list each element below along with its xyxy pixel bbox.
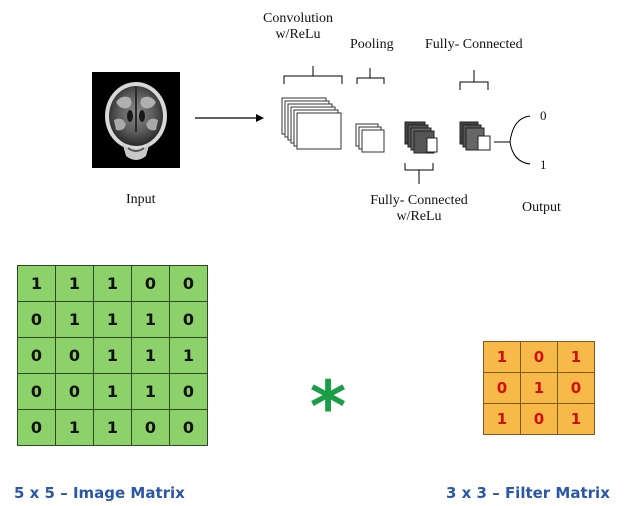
- input-arrowhead: [256, 114, 264, 122]
- matrix-cell: 1: [131, 337, 170, 374]
- pooling-feature-maps: [355, 123, 385, 153]
- convolution-bracket: [283, 66, 343, 84]
- filter-cell: 1: [483, 403, 521, 435]
- matrix-cell: 0: [169, 265, 208, 302]
- matrix-cell: 1: [93, 409, 132, 446]
- matrix-cell: 0: [169, 301, 208, 338]
- matrix-cell: 0: [131, 265, 170, 302]
- fully-connected-relu-label-line2: w/ReLu: [396, 209, 442, 224]
- filter-cell: 0: [520, 403, 558, 435]
- brain-scan-icon: [105, 82, 167, 160]
- matrix-cell: 0: [17, 409, 56, 446]
- convolution-label-line1: Convolution: [262, 11, 333, 26]
- matrix-cell: 0: [17, 337, 56, 374]
- matrix-row: 0 0 1 1 0: [17, 373, 208, 410]
- image-matrix-caption: 5 x 5 – Image Matrix: [14, 484, 185, 502]
- convolution-operator-symbol: *: [309, 366, 347, 448]
- filter-cell: 0: [557, 372, 595, 404]
- matrix-cell: 1: [93, 265, 132, 302]
- matrix-cell: 1: [55, 409, 94, 446]
- convolution-label-line2: w/ReLu: [275, 27, 321, 42]
- fully-connected-label: Fully- Connected: [425, 37, 523, 52]
- matrix-cell: 1: [131, 301, 170, 338]
- image-matrix: 1 1 1 0 0 0 1 1 1 0 0 0 1 1 1 0 0 1 1 0 …: [17, 265, 208, 446]
- filter-row: 1 0 1: [483, 341, 595, 373]
- matrix-cell: 0: [55, 373, 94, 410]
- fc-relu-bracket: [404, 163, 434, 184]
- output-value-1: 1: [540, 157, 547, 172]
- convolution-label: Convolution w/ReLu: [248, 11, 348, 43]
- filter-matrix: 1 0 1 0 1 0 1 0 1: [483, 341, 595, 435]
- fully-connected-relu-label-line1: Fully- Connected: [370, 193, 468, 208]
- fully-connected-relu-layer: [404, 121, 438, 154]
- matrix-cell: 1: [93, 301, 132, 338]
- matrix-cell: 0: [169, 409, 208, 446]
- filter-matrix-caption: 3 x 3 – Filter Matrix: [446, 484, 610, 502]
- matrix-cell: 0: [17, 373, 56, 410]
- matrix-row: 0 1 1 0 0: [17, 409, 208, 446]
- pooling-label: Pooling: [350, 37, 394, 52]
- filter-cell: 0: [520, 341, 558, 373]
- filter-cell: 1: [520, 372, 558, 404]
- matrix-cell: 0: [131, 409, 170, 446]
- matrix-row: 0 0 1 1 1: [17, 337, 208, 374]
- matrix-cell: 1: [93, 373, 132, 410]
- output-label: Output: [522, 200, 561, 215]
- matrix-row: 1 1 1 0 0: [17, 265, 208, 302]
- fully-connected-layer: [459, 121, 491, 151]
- matrix-cell: 0: [17, 301, 56, 338]
- input-label: Input: [126, 192, 156, 207]
- output-brace: [494, 115, 531, 165]
- matrix-row: 0 1 1 1 0: [17, 301, 208, 338]
- convolution-feature-maps: [281, 97, 342, 150]
- filter-cell: 1: [557, 341, 595, 373]
- pooling-bracket: [356, 68, 385, 84]
- matrix-cell: 1: [131, 373, 170, 410]
- matrix-cell: 0: [169, 373, 208, 410]
- matrix-cell: 1: [17, 265, 56, 302]
- matrix-cell: 1: [55, 301, 94, 338]
- mri-input-image: [92, 72, 180, 168]
- fully-connected-bracket: [459, 70, 489, 90]
- matrix-cell: 1: [93, 337, 132, 374]
- filter-cell: 0: [483, 372, 521, 404]
- matrix-cell: 1: [169, 337, 208, 374]
- filter-cell: 1: [557, 403, 595, 435]
- fully-connected-relu-label: Fully- Connected w/ReLu: [356, 193, 482, 225]
- filter-row: 1 0 1: [483, 403, 595, 435]
- filter-cell: 1: [483, 341, 521, 373]
- cnn-pipeline-diagram: [195, 66, 531, 184]
- output-value-0: 0: [540, 108, 547, 123]
- filter-row: 0 1 0: [483, 372, 595, 404]
- matrix-cell: 0: [55, 337, 94, 374]
- matrix-cell: 1: [55, 265, 94, 302]
